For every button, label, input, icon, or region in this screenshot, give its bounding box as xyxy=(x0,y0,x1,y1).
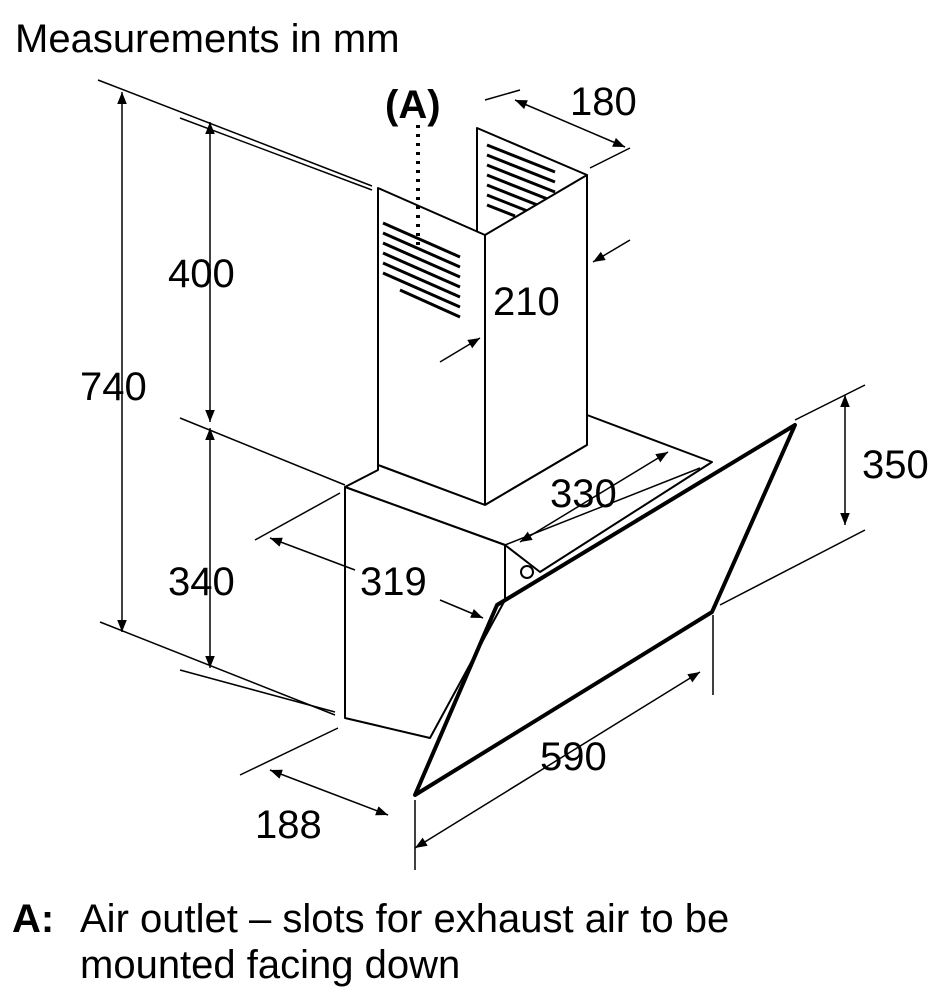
dim-width: 590 xyxy=(540,735,607,779)
marker-label: (A) xyxy=(385,83,441,127)
dim-bottom-depth: 188 xyxy=(255,803,322,847)
dim-glass-height: 350 xyxy=(862,443,929,487)
legend-key: A: xyxy=(12,897,54,941)
chimney xyxy=(377,127,588,506)
dim-chimney-depth: 180 xyxy=(570,80,637,124)
dim-chimney-height: 400 xyxy=(168,252,235,296)
dim-chimney-width: 210 xyxy=(493,280,560,324)
dim-top-depth: 330 xyxy=(550,472,617,516)
dim-body-depth: 319 xyxy=(360,560,427,604)
dim-canopy-height: 340 xyxy=(168,560,235,604)
air-outlet-marker: (A) xyxy=(385,83,441,245)
rear-air-outlet-slots xyxy=(486,143,556,218)
front-air-outlet-slots xyxy=(382,221,461,319)
dim-total-height: 740 xyxy=(80,365,147,409)
legend-line-1: Air outlet – slots for exhaust air to be xyxy=(80,897,729,941)
diagram-title: Measurements in mm xyxy=(15,17,400,61)
dimension-lines xyxy=(117,92,850,849)
legend-line-2: mounted facing down xyxy=(80,943,460,987)
hinge-icon xyxy=(520,565,534,579)
legend: A: Air outlet – slots for exhaust air to… xyxy=(12,897,729,987)
